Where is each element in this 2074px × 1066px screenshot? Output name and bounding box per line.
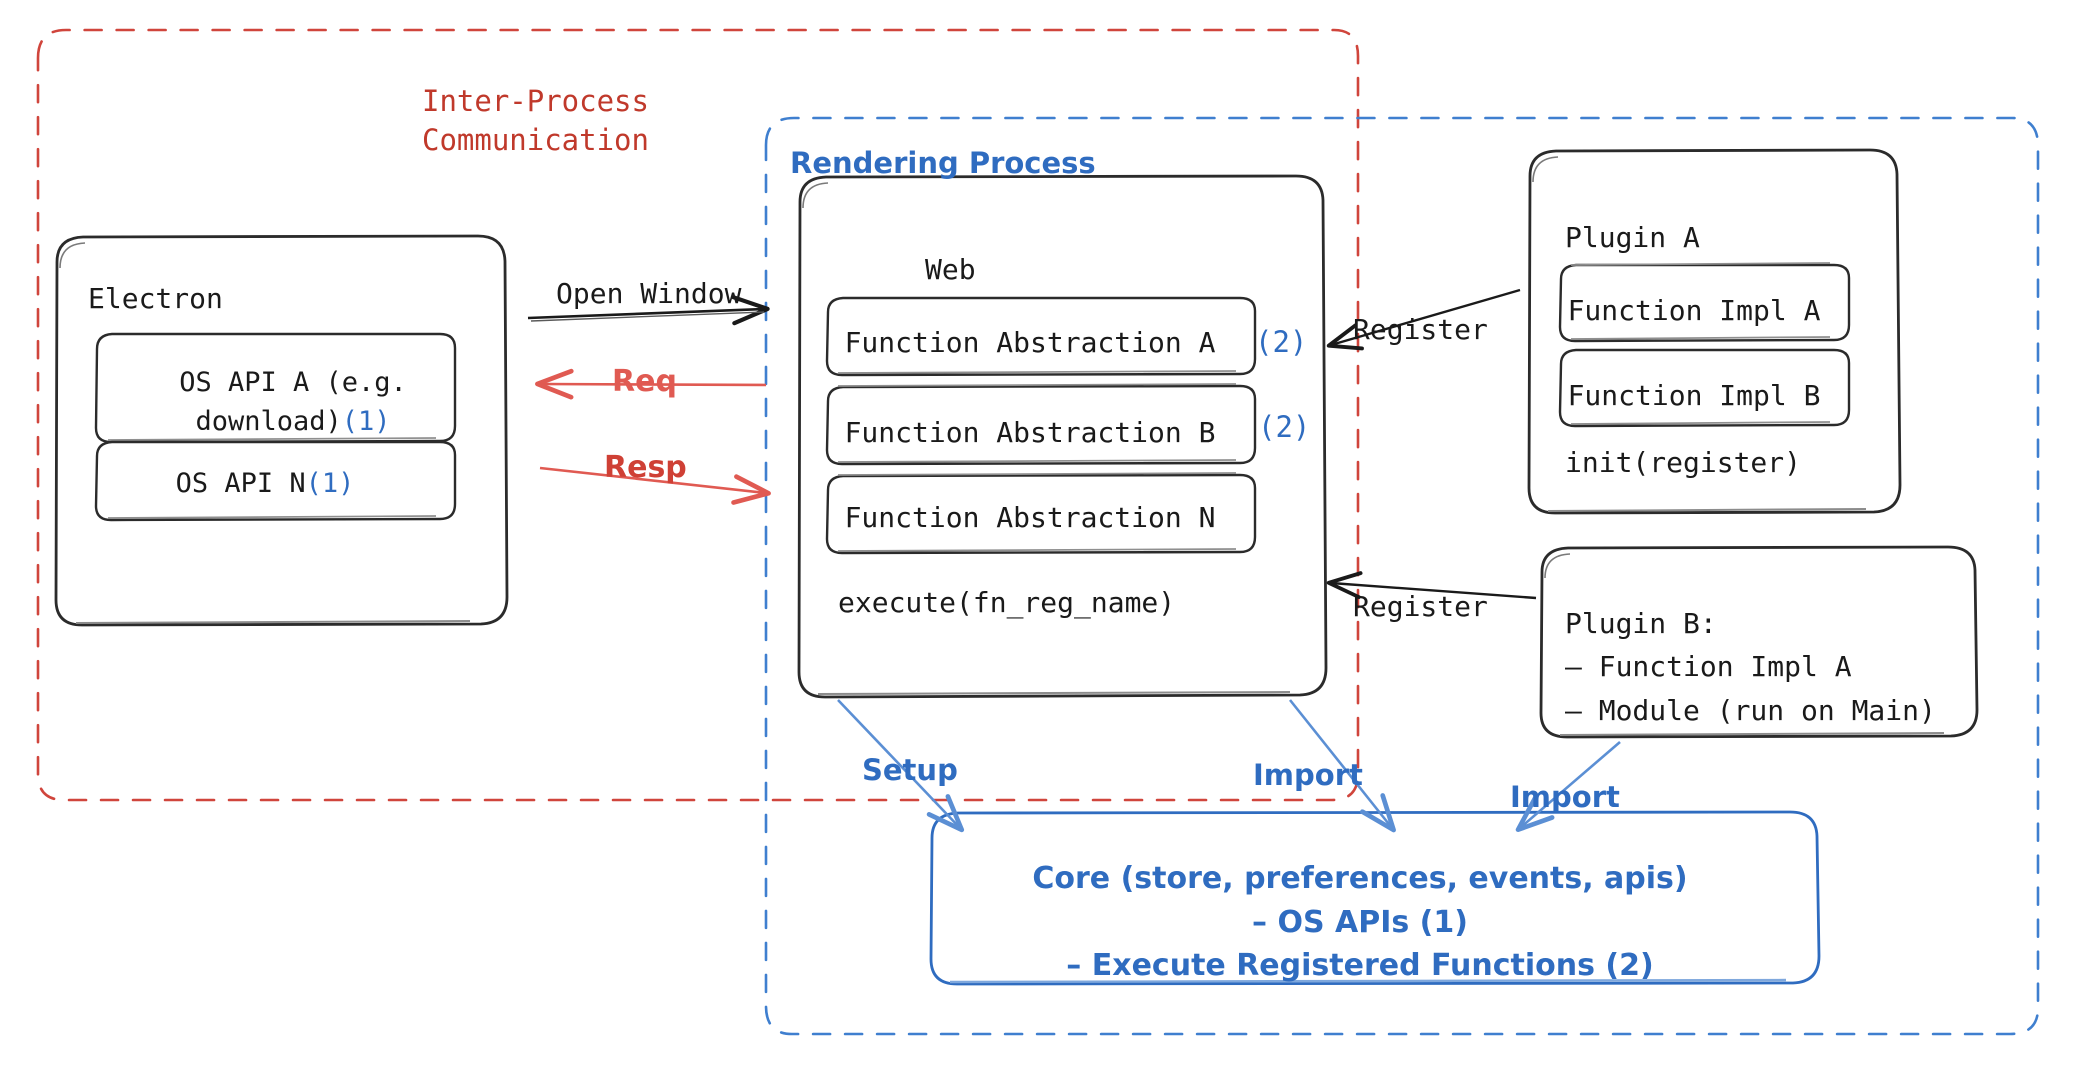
function-abstraction-a-label: Function Abstraction A	[844, 326, 1216, 359]
web-execute-label: execute(fn_reg_name)	[838, 586, 1176, 619]
plugin-b-line-2: – Module (run on Main)	[1565, 693, 1936, 727]
web-title: Web	[925, 253, 976, 286]
register-plugin-b-label: Register	[1353, 590, 1488, 623]
os-api-n-text: OS API N	[175, 468, 306, 499]
register-plugin-a-label: Register	[1353, 313, 1488, 346]
rendering-process-label: Rendering Process	[790, 146, 1096, 180]
function-abstraction-a-marker: (2)	[1255, 325, 1308, 359]
core-line-1: Core (store, preferences, events, apis)	[1032, 861, 1688, 896]
ipc-boundary-label: Inter-Process Communication	[422, 84, 649, 158]
plugin-b-line-1: – Function Impl A	[1565, 650, 1852, 684]
plugin-a-init-label: init(register)	[1565, 446, 1802, 479]
core-line-3: – Execute Registered Functions (2)	[1066, 948, 1654, 983]
os-api-a-text: OS API A (e.g. download)	[179, 367, 407, 438]
os-api-a-label: OS API A (e.g. download)(1)	[128, 363, 458, 441]
function-abstraction-b-label: Function Abstraction B	[844, 416, 1216, 449]
import-plugin-label: Import	[1510, 780, 1620, 814]
plugin-a-title: Plugin A	[1565, 221, 1700, 254]
core-content: Core (store, preferences, events, apis) –…	[940, 857, 1780, 988]
setup-label: Setup	[862, 753, 958, 787]
plugin-b-content: Plugin B: – Function Impl A – Module (run …	[1565, 602, 1936, 732]
electron-title: Electron	[88, 282, 223, 315]
function-impl-b-label: Function Impl B	[1567, 379, 1821, 412]
resp-label: Resp	[604, 450, 687, 485]
os-api-a-marker: (1)	[341, 406, 391, 438]
req-label: Req	[612, 364, 677, 399]
function-impl-a-label: Function Impl A	[1567, 294, 1821, 327]
function-abstraction-n-label: Function Abstraction N	[844, 501, 1216, 534]
os-api-n-label: OS API N(1)	[100, 467, 430, 501]
plugin-b-title: Plugin B:	[1565, 607, 1717, 640]
open-window-label: Open Window	[556, 277, 742, 310]
core-line-2: – OS APIs (1)	[1252, 904, 1468, 940]
function-abstraction-b-marker: (2)	[1258, 410, 1311, 444]
os-api-n-marker: (1)	[305, 468, 355, 499]
import-web-label: Import	[1253, 758, 1363, 792]
